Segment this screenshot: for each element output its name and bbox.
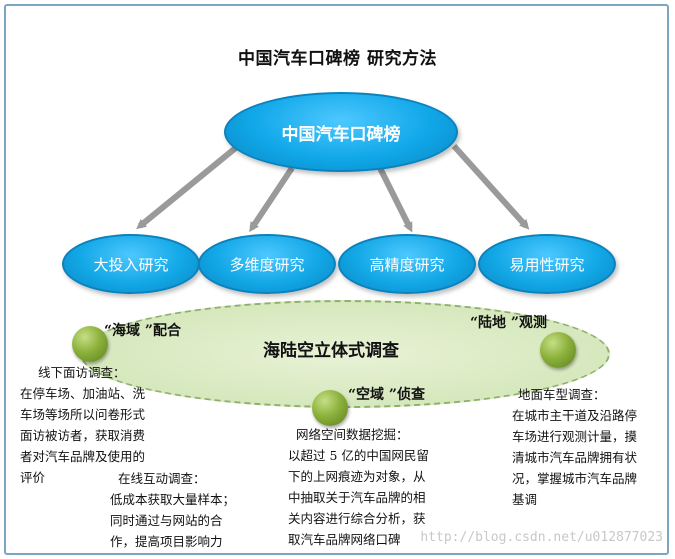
sea-label: “海域 ”配合 xyxy=(104,323,181,339)
web-mining-line: 网络空间数据挖掘： xyxy=(296,427,409,442)
main-node: 中国汽车口碑榜 xyxy=(224,92,458,172)
arrow-to-research-4 xyxy=(451,143,530,230)
air-ball-icon xyxy=(312,390,348,426)
arrow-to-research-2 xyxy=(249,166,295,233)
research-node-2-label: 多维度研究 xyxy=(229,255,305,274)
survey-label: 海陆空立体式调查 xyxy=(263,341,399,361)
arrow-to-research-3 xyxy=(377,166,413,233)
research-node-3-label: 高精度研究 xyxy=(369,255,445,274)
web-mining-line: 以超过 5 亿的中国网民留 xyxy=(288,448,429,463)
web-mining-text: 网络空间数据挖掘： 以超过 5 亿的中国网民留 下的上网痕迹为对象，从 中抽取关… xyxy=(288,424,429,550)
online-line: 在线互动调查： xyxy=(118,471,206,486)
offline-line: 线下面访调查： xyxy=(38,365,126,380)
main-node-label: 中国汽车口碑榜 xyxy=(281,124,401,145)
diagram-title: 中国汽车口碑榜 研究方法 xyxy=(238,49,437,69)
offline-line: 面访被访者，获取消费 xyxy=(20,428,146,443)
offline-line: 者对汽车品牌及使用的 xyxy=(20,449,146,464)
research-node-1: 大投入研究 xyxy=(62,234,200,294)
land-ball-icon xyxy=(540,332,576,368)
ground-survey-text: 地面车型调查： 在城市主干道及沿路停 车场进行观测计量，摸 清城市汽车品牌拥有状… xyxy=(512,384,637,510)
online-survey-text: 在线互动调查： 低成本获取大量样本； 同时通过与网站的合 作，提高项目影响力 xyxy=(110,468,235,552)
research-node-4: 易用性研究 xyxy=(478,234,616,294)
online-line: 作，提高项目影响力 xyxy=(110,534,223,549)
research-node-2: 多维度研究 xyxy=(198,234,336,294)
land-label: “陆地 ”观测 xyxy=(470,315,547,331)
arrow-to-research-1 xyxy=(136,143,240,230)
air-label: “空域 ”侦查 xyxy=(348,387,425,403)
ground-line: 车场进行观测计量，摸 xyxy=(512,429,638,444)
web-mining-line: 下的上网痕迹为对象，从 xyxy=(288,469,426,484)
online-line: 同时通过与网站的合 xyxy=(110,513,223,528)
research-node-4-label: 易用性研究 xyxy=(509,255,585,274)
online-line: 低成本获取大量样本； xyxy=(110,492,236,507)
ground-line: 地面车型调查： xyxy=(518,387,606,402)
offline-survey-text: 线下面访调查： 在停车场、加油站、洗 车场等场所以问卷形式 面访被访者，获取消费… xyxy=(20,362,145,488)
offline-line: 评价 xyxy=(20,470,46,485)
offline-line: 在停车场、加油站、洗 xyxy=(20,386,146,401)
ground-line: 况，掌握城市汽车品牌 xyxy=(512,471,638,486)
research-node-1-label: 大投入研究 xyxy=(93,255,169,274)
web-mining-line: 中抽取关于汽车品牌的相 xyxy=(288,490,426,505)
research-node-3: 高精度研究 xyxy=(338,234,476,294)
ground-line: 清城市汽车品牌拥有状 xyxy=(512,450,638,465)
watermark: http://blog.csdn.net/u012877023 xyxy=(420,530,663,545)
sea-ball-icon xyxy=(72,326,108,362)
ground-line: 在城市主干道及沿路停 xyxy=(512,408,638,423)
web-mining-line: 取汽车品牌网络口碑 xyxy=(288,532,401,547)
offline-line: 车场等场所以问卷形式 xyxy=(20,407,146,422)
ground-line: 基调 xyxy=(512,492,538,507)
web-mining-line: 关内容进行综合分析，获 xyxy=(288,511,426,526)
